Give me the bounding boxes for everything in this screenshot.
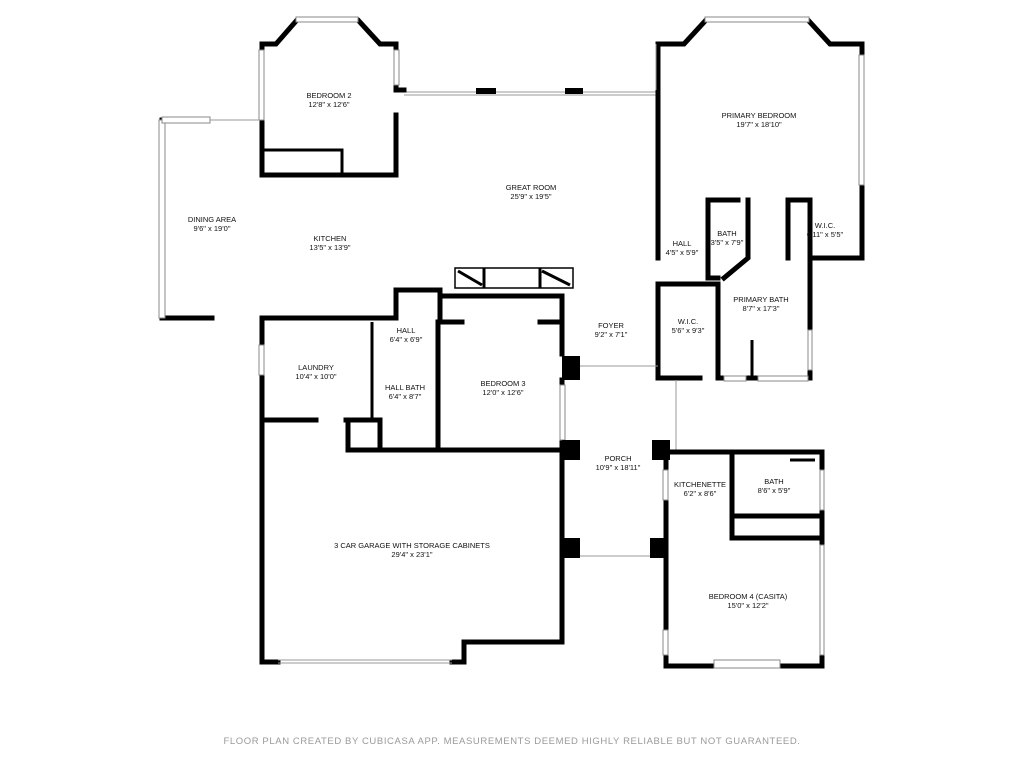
room-name-hall1: HALL <box>673 239 692 248</box>
room-name-dining: DINING AREA <box>188 215 236 224</box>
room-name-primary: PRIMARY BEDROOM <box>722 111 797 120</box>
room-name-porch: PORCH <box>604 454 631 463</box>
room-name-bath2: BATH <box>764 477 783 486</box>
room-dims-bath1: 3'5" x 7'9" <box>711 238 744 247</box>
room-dims-bedroom3: 12'0" x 12'6" <box>482 388 523 397</box>
room-dims-bath2: 8'6" x 5'9" <box>758 486 791 495</box>
room-dims-hallbath: 6'4" x 8'7" <box>389 392 422 401</box>
casita-walls <box>662 449 825 669</box>
room-dims-laundry: 10'4" x 10'0" <box>295 372 336 381</box>
room-dims-great: 25'9" x 19'5" <box>510 192 551 201</box>
room-name-kitchenette: KITCHENETTE <box>674 480 726 489</box>
room-name-bath1: BATH <box>717 229 736 238</box>
room-dims-foyer: 9'2" x 7'1" <box>595 330 628 339</box>
room-name-bedroom3: BEDROOM 3 <box>480 379 525 388</box>
room-dims-primarybath: 8'7" x 17'3" <box>743 304 780 313</box>
kitchen-walls <box>259 267 574 357</box>
room-dims-porch: 10'9" x 18'11" <box>596 463 641 472</box>
bedroom-2-walls <box>258 16 407 178</box>
great-room-walls <box>393 87 656 96</box>
room-dims-garage: 29'4" x 23'1" <box>391 550 432 559</box>
room-dims-hall1: 4'5" x 5'9" <box>666 248 699 257</box>
room-dims-kitchen: 13'5" x 13'9" <box>309 243 350 252</box>
room-name-hallbath: HALL BATH <box>385 383 425 392</box>
room-dims-dining: 9'6" x 19'0" <box>194 224 231 233</box>
primary-bedroom-walls <box>655 16 865 261</box>
room-name-laundry: LAUNDRY <box>298 363 334 372</box>
room-name-foyer: FOYER <box>598 321 624 330</box>
room-dims-primary: 19'7" x 18'10" <box>736 120 782 129</box>
room-name-garage: 3 CAR GARAGE WITH STORAGE CABINETS <box>334 541 490 550</box>
dining-walls <box>158 116 262 321</box>
footer-disclaimer: FLOOR PLAN CREATED BY CUBICASA APP. MEAS… <box>223 736 800 747</box>
foyer-porch <box>562 356 677 558</box>
room-name-wic2: W.I.C. <box>678 317 698 326</box>
garage-walls <box>259 417 565 665</box>
room-name-primarybath: PRIMARY BATH <box>733 295 788 304</box>
primary-suite-walls <box>655 197 813 382</box>
room-dims-wic1: 6'11" x 5'5" <box>807 230 844 239</box>
room-dims-kitchenette: 6'2" x 8'6" <box>684 489 717 498</box>
room-name-bedroom4: BEDROOM 4 (CASITA) <box>709 592 788 601</box>
room-labels: BEDROOM 2 12'8" x 12'6" GREAT ROOM 25'9"… <box>188 91 844 610</box>
room-dims-wic2: 5'6" x 9'3" <box>672 326 705 335</box>
room-dims-bedroom2: 12'8" x 12'6" <box>308 100 349 109</box>
room-dims-hall2: 6'4" x 6'9" <box>390 335 423 344</box>
room-dims-bedroom4: 15'0" x 12'2" <box>727 601 768 610</box>
room-name-great: GREAT ROOM <box>506 183 557 192</box>
room-name-kitchen: KITCHEN <box>314 234 347 243</box>
room-name-hall2: HALL <box>397 326 416 335</box>
room-name-wic1: W.I.C. <box>815 221 835 230</box>
laundry-walls <box>258 315 441 453</box>
room-name-bedroom2: BEDROOM 2 <box>306 91 351 100</box>
